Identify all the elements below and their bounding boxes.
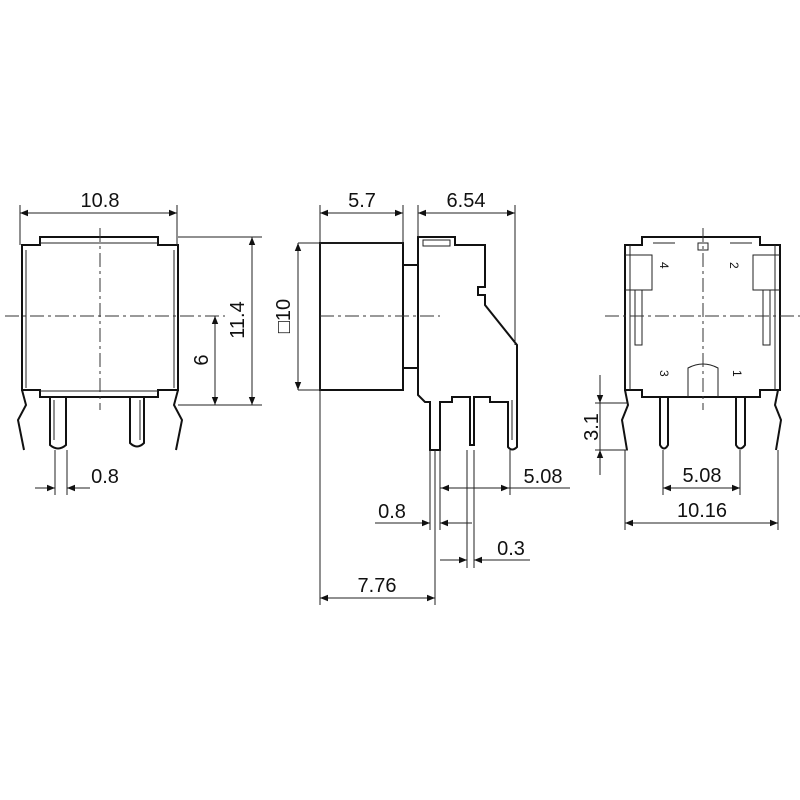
dim-cap-depth: 5.7 [348, 190, 376, 212]
dim-overall-to-pin: 7.76 [358, 575, 397, 597]
dim-height: 11.4 [227, 301, 249, 338]
dim-body-depth: 6.54 [447, 190, 486, 212]
dim-pin-pitch: 5.08 [524, 466, 563, 488]
pin-label-3: 3 [657, 370, 671, 377]
dim-lead-length: 3.1 [581, 413, 603, 441]
bottom-view: 4 2 3 1 3.1 5.08 10.16 [581, 228, 800, 530]
pin-label-1: 1 [730, 370, 744, 377]
dim-lead-span: 10.16 [677, 500, 727, 522]
dim-pin-pitch: 5.08 [683, 465, 722, 487]
pin-label-4: 4 [657, 262, 671, 269]
dim-pin-width: 0.8 [91, 466, 119, 488]
dim-pin-thickness: 0.3 [497, 538, 525, 560]
dim-width: 10.8 [81, 190, 120, 212]
dim-pin-width: 0.8 [378, 501, 406, 523]
dim-center-height: 6 [191, 354, 213, 365]
front-view: 10.8 11.4 6 0.8 [5, 190, 262, 495]
dim-cap-size: □10 [273, 299, 295, 333]
pin-label-2: 2 [727, 262, 741, 269]
side-view: □10 5.7 6.54 5.08 0.8 0.3 7.76 [273, 190, 570, 605]
